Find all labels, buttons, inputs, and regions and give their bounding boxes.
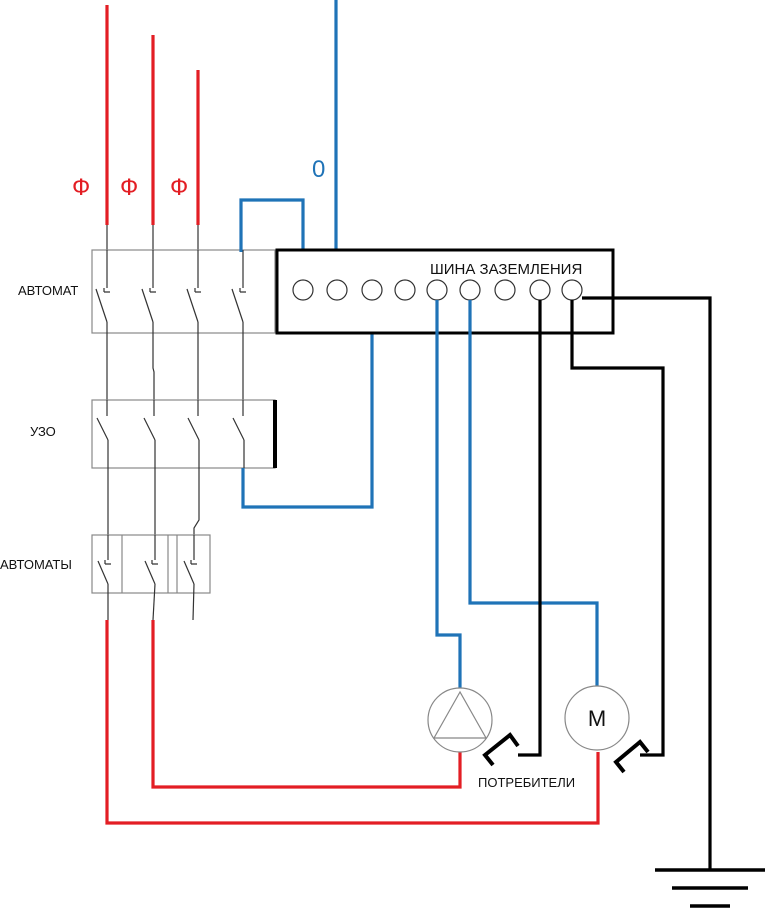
motor-label: М: [588, 706, 606, 731]
branch-breaker-2: [144, 535, 158, 621]
rcd-pole-2: [143, 400, 156, 468]
main-breaker-pole-3: [186, 250, 201, 333]
incoming-phase-wires: [105, 5, 200, 225]
pe-wire-to-earth: [582, 296, 712, 870]
main-breaker-pole-4: [231, 250, 246, 333]
main-breaker-pole-1: [95, 250, 110, 333]
bus-terminal-3: [361, 279, 383, 301]
earth-ground-icon: [655, 868, 765, 908]
bus-terminal-5: [426, 279, 448, 301]
bus-terminal-9: [561, 279, 583, 301]
bus-terminal-7: [494, 279, 516, 301]
rcd-pole-4: [232, 400, 245, 468]
rcd-pole-3: [187, 400, 200, 468]
pe-wire-to-motor: [570, 300, 665, 757]
pole-leads-top: [106, 225, 199, 250]
neutral-wire-to-pump: [435, 300, 462, 688]
ground-bus-label: ШИНА ЗАЗЕМЛЕНИЯ: [430, 261, 582, 278]
rcd: УЗО: [30, 399, 277, 469]
pump-triangle-icon: [432, 690, 488, 739]
pe-wire-to-pump: [518, 300, 542, 757]
phase-label-1: Ф: [72, 174, 90, 201]
main-breaker: АВТОМАТ: [18, 249, 276, 334]
neutral-wire-to-motor: [468, 300, 599, 686]
phase-labels: Ф Ф Ф: [72, 174, 188, 201]
branch-breakers-label: АВТОМАТЫ: [0, 557, 72, 572]
phase-wire-to-motor: [105, 620, 600, 825]
phase-label-2: Ф: [120, 174, 138, 201]
motor-consumer: М: [564, 685, 650, 774]
consumers-label: ПОТРЕБИТЕЛИ: [478, 775, 575, 790]
phase-wire-to-pump: [151, 620, 462, 789]
rcd-label: УЗО: [30, 424, 56, 439]
pump-ground-terminal-icon: [482, 732, 520, 767]
bus-terminal-6: [459, 279, 481, 301]
bus-terminal-4: [394, 279, 416, 301]
pump-circle: [427, 687, 493, 753]
motor-circle: [564, 685, 630, 751]
rcd-neutral-wire: [241, 300, 374, 509]
main-breaker-label: АВТОМАТ: [18, 283, 78, 298]
main-breaker-box: [91, 249, 276, 334]
branch-breaker-3: [183, 535, 197, 621]
main-breaker-pole-2: [141, 250, 156, 333]
rcd-pole-1: [96, 400, 109, 468]
branch-breaker-1: [97, 535, 111, 620]
neutral-jumper-wire: [239, 198, 305, 280]
motor-ground-terminal-icon: [613, 739, 650, 774]
phase-label-3: Ф: [170, 174, 188, 201]
pump-consumer: [427, 687, 520, 767]
bus-terminal-1: [292, 279, 314, 301]
branch-breakers: АВТОМАТЫ: [0, 534, 211, 621]
pole-leads-rcd-to-branch: [107, 468, 200, 535]
bus-terminal-8: [529, 279, 551, 301]
neutral-label: 0: [312, 156, 325, 183]
rcd-box: [91, 399, 276, 469]
ground-bus: ШИНА ЗАЗЕМЛЕНИЯ: [275, 248, 615, 335]
branch-breakers-box: [91, 534, 211, 594]
bus-terminal-2: [326, 279, 348, 301]
pole-leads-breaker-to-rcd: [106, 333, 244, 400]
